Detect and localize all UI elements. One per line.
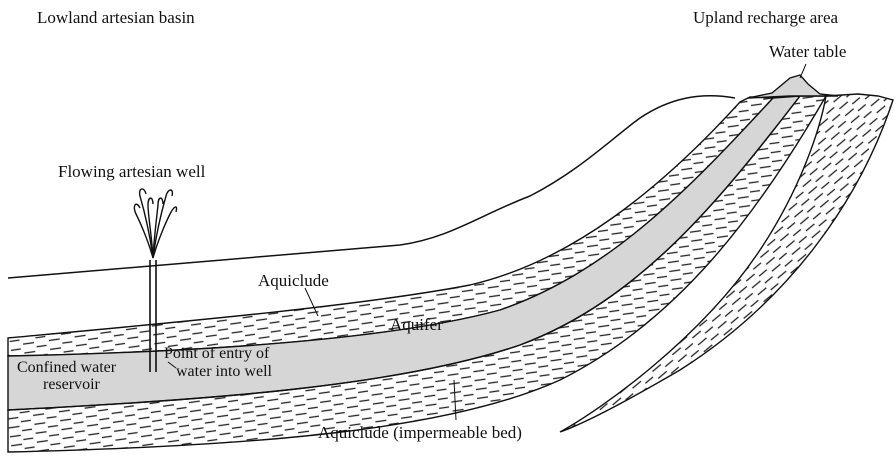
water-table-mound (748, 75, 838, 98)
confined-water-label-line2: reservoir (43, 376, 101, 393)
water-table-label: Water table (769, 42, 846, 61)
confined-water-label-line1: Confined water (17, 359, 117, 376)
aquiclude-top-label: Aquiclude (258, 271, 329, 290)
flowing-well-label: Flowing artesian well (58, 162, 206, 181)
aquiclude-bottom-label: Aquiclude (impermeable bed) (318, 423, 522, 442)
entry-point-label-line1: Point of entry of (164, 345, 270, 362)
water-table-leader (800, 64, 806, 78)
upland-recharge-label: Upland recharge area (693, 8, 838, 27)
entry-point-label-line2: water into well (176, 363, 273, 380)
water-fountain-icon (134, 189, 176, 258)
aquifer-label: Aquifer (390, 315, 443, 334)
lowland-basin-label: Lowland artesian basin (37, 8, 195, 27)
